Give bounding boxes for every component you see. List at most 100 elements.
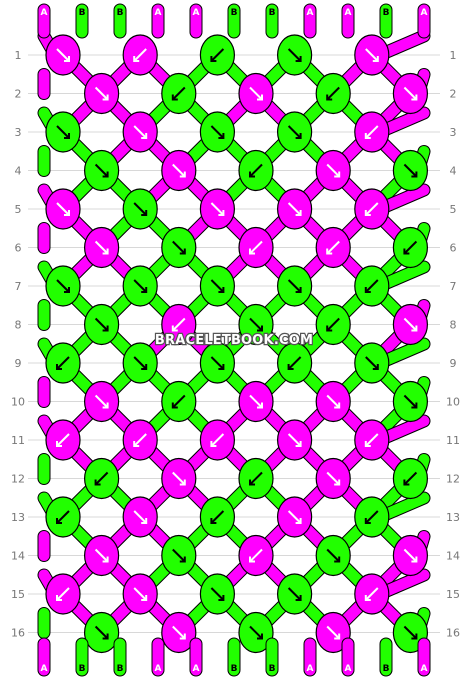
- knot-arrowhead: [257, 633, 263, 640]
- row-label-right: 15: [446, 588, 460, 601]
- knot-arrowhead: [141, 210, 148, 216]
- knot-arrowhead: [141, 287, 148, 293]
- knot: [238, 611, 274, 654]
- knot-arrow: [249, 548, 263, 563]
- top-strand-label: B: [383, 8, 390, 18]
- knot: [122, 573, 158, 615]
- knot-arrowhead: [295, 595, 302, 601]
- knot-arrow: [210, 356, 225, 370]
- knot-arrowhead: [94, 479, 101, 486]
- knot-arrow: [403, 471, 418, 486]
- row-label-right: 13: [446, 511, 460, 524]
- knot-arrowhead: [218, 364, 225, 370]
- knot: [354, 342, 390, 384]
- knot: [45, 419, 81, 461]
- row-label-right: 10: [446, 396, 460, 409]
- knot-arrowhead: [56, 518, 62, 524]
- knot-arrowhead: [141, 518, 148, 524]
- knot: [161, 457, 197, 500]
- knot: [199, 188, 235, 230]
- knot-arrow: [94, 163, 109, 178]
- knot-arrowhead: [326, 94, 333, 101]
- knot: [354, 496, 390, 538]
- knot: [83, 226, 120, 269]
- knot: [392, 149, 428, 192]
- knot-arrowhead: [295, 287, 302, 293]
- knot: [199, 419, 235, 461]
- knot-arrowhead: [141, 595, 148, 601]
- knot: [45, 573, 81, 615]
- row-label-left: 16: [11, 627, 25, 640]
- knot-arrowhead: [179, 248, 186, 255]
- knot-grid: [45, 34, 428, 654]
- knot: [315, 380, 351, 423]
- knot-arrow: [56, 125, 70, 139]
- knot: [238, 149, 274, 192]
- knot: [199, 111, 235, 153]
- knot: [161, 380, 197, 423]
- knot: [122, 342, 158, 384]
- row-label-left: 2: [15, 88, 22, 101]
- knot: [315, 149, 351, 192]
- bottom-strand-label: B: [117, 664, 124, 674]
- knot-arrowhead: [326, 325, 333, 332]
- knot-arrowhead: [334, 171, 341, 178]
- knot-arrowhead: [102, 556, 109, 563]
- knot-arrow: [365, 433, 379, 447]
- knot-arrow: [365, 356, 379, 370]
- knot-arrow: [56, 48, 70, 62]
- knot: [315, 226, 351, 269]
- knot-arrowhead: [364, 287, 371, 293]
- bottom-strand-label: B: [231, 664, 238, 674]
- knot-arrow: [287, 587, 302, 601]
- knot: [354, 34, 390, 76]
- knot-arrow: [210, 202, 225, 216]
- knot-arrow: [56, 279, 70, 293]
- row-label-right: 4: [450, 165, 457, 178]
- bottom-strand-label: B: [269, 664, 276, 674]
- knot-arrow: [365, 125, 379, 139]
- knot-arrowhead: [249, 248, 255, 255]
- knot-arrowhead: [411, 171, 418, 178]
- knot-arrow: [210, 48, 225, 62]
- knot: [354, 188, 390, 230]
- knot: [122, 419, 158, 461]
- knot-arrowhead: [210, 518, 217, 524]
- knot-arrowhead: [64, 210, 70, 216]
- knot-arrow: [249, 394, 263, 409]
- knot: [392, 226, 428, 269]
- knot-arrow: [172, 625, 186, 640]
- knot-arrow: [287, 510, 302, 524]
- knot: [199, 573, 235, 615]
- knot-arrow: [365, 510, 379, 524]
- knot-arrowhead: [56, 364, 62, 370]
- knot-arrow: [403, 163, 418, 178]
- bottom-strand-label: A: [155, 664, 162, 674]
- knot: [277, 34, 313, 76]
- bottom-strand-label: A: [41, 664, 48, 674]
- knot: [161, 72, 197, 115]
- knot-arrow: [94, 317, 109, 332]
- row-label-left: 14: [11, 550, 25, 563]
- knot: [199, 34, 235, 76]
- knot: [277, 573, 313, 615]
- knot-arrowhead: [133, 441, 140, 447]
- knot-arrowhead: [210, 56, 217, 62]
- knot: [161, 611, 197, 654]
- knot-arrow: [172, 317, 186, 332]
- knot-arrow: [403, 548, 418, 563]
- knot-arrow: [287, 48, 302, 62]
- knot-arrowhead: [133, 56, 140, 62]
- knot: [161, 226, 197, 269]
- knot-arrowhead: [102, 325, 109, 332]
- knot-arrow: [210, 433, 225, 447]
- knot-arrowhead: [179, 633, 186, 640]
- knot: [122, 188, 158, 230]
- knot-arrowhead: [364, 518, 371, 524]
- row-label-left: 12: [11, 473, 25, 486]
- knot-arrow: [365, 48, 379, 62]
- knot-arrowhead: [287, 364, 294, 370]
- knot-arrowhead: [171, 402, 178, 409]
- knot-arrowhead: [295, 441, 302, 447]
- bottom-strand-label: A: [421, 664, 428, 674]
